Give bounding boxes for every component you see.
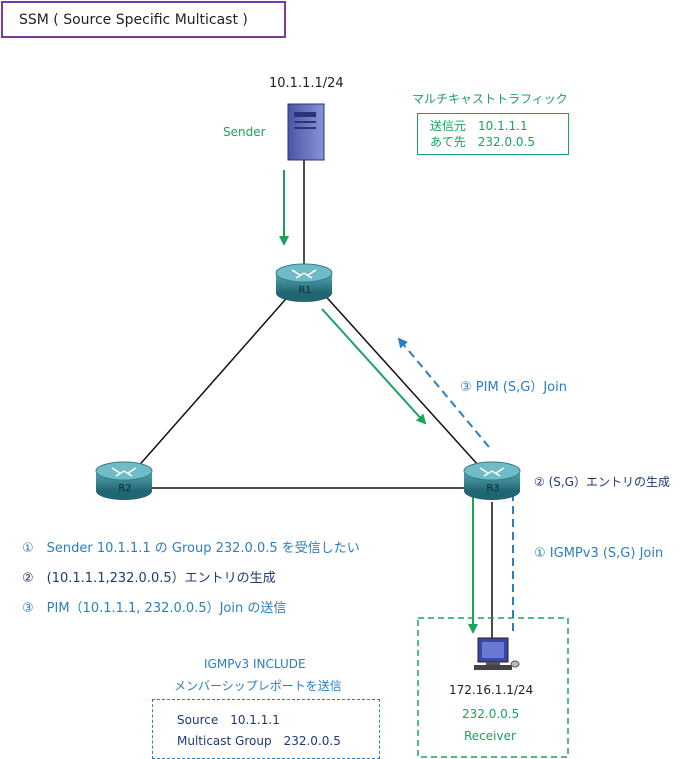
traffic-info-box: 送信元 10.1.1.1 あて先 232.0.0.5 [417,113,569,155]
router-label-r3: R3 [486,483,500,494]
receiver-label: Receiver [464,729,516,743]
sender-label: Sender [223,125,266,139]
router-label-r1: R1 [298,285,312,296]
report-box: Source 10.1.1.1 Multicast Group 232.0.0.… [152,699,380,759]
entry-create-label: ② (S,G）エントリの生成 [534,475,670,489]
traffic-src: 送信元 10.1.1.1 [430,119,528,133]
traffic-arrow-r1-r3 [321,308,427,425]
traffic-heading: マルチキャストトラフィック [412,92,568,106]
link-r1-r3 [319,289,489,477]
server-icon [287,103,325,161]
step-1: ① Sender 10.1.1.1 の Group 232.0.0.5 を受信し… [22,541,360,556]
link-r1-r2 [127,291,293,479]
report-source: Source 10.1.1.1 [177,713,280,727]
router-label-r2: R2 [118,483,132,494]
traffic-dst: あて先 232.0.0.5 [430,135,536,149]
report-group: Multicast Group 232.0.0.5 [177,734,341,748]
router-icon-r2 [95,461,153,500]
receiver-group: 232.0.0.5 [462,707,520,721]
igmp-join-label: ① IGMPv3 (S,G) Join [534,546,664,561]
sender-ip: 10.1.1.1/24 [269,76,344,91]
receiver-box [417,617,569,758]
pc-icon [474,637,520,670]
diagram-title: SSM ( Source Specific Multicast ) [1,1,286,38]
report-heading-2: メンバーシップレポートを送信 [174,679,342,693]
step-3: ③ PIM（10.1.1.1, 232.0.0.5）Join の送信 [22,601,287,616]
step-2: ② (10.1.1.1,232.0.0.5）エントリの生成 [22,571,276,586]
pim-join-label: ③ PIM (S,G）Join [460,380,567,395]
pim-join-arrow [397,337,490,448]
report-heading-1: IGMPv3 INCLUDE [204,657,306,671]
receiver-ip: 172.16.1.1/24 [449,683,534,697]
router-icon-r1 [275,263,333,302]
router-icon-r3 [463,461,521,500]
